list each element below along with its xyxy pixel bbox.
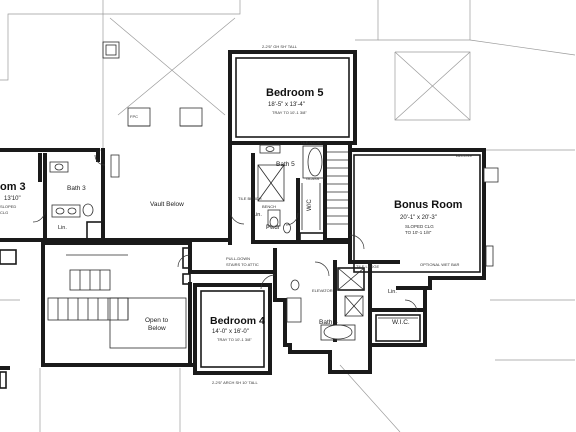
bedroom4-ceiling: TRAY TO 10'-1 3/8" bbox=[217, 337, 252, 342]
bedroom5-ceiling: TRAY TO 10'-1 3/8" bbox=[272, 110, 307, 115]
arch-top-note: 2-2'6" GH SH' TALL bbox=[262, 44, 298, 49]
stairs-attic-note: STAIRS TO ATTIC bbox=[226, 262, 259, 267]
bedroom4-dims: 14'-0" x 16'-0" bbox=[212, 329, 249, 335]
room-labels: Bedroom 5 18'-5" x 13'-4" TRAY TO 10'-1 … bbox=[0, 87, 463, 342]
alcove-note: ALCOVE bbox=[456, 153, 473, 158]
tile-ledge-note: TILE LEDGE bbox=[356, 264, 379, 269]
wic5-label: W/C bbox=[307, 199, 313, 211]
bedroom5-label: Bedroom 5 bbox=[266, 87, 323, 99]
doors bbox=[32, 154, 418, 313]
vault-posts bbox=[127, 107, 203, 127]
open-below-label: Below bbox=[148, 325, 166, 332]
skylight bbox=[102, 41, 120, 178]
bonus-room-ceiling: SLOPED CLG bbox=[405, 224, 434, 229]
sloped-note: SLOPED bbox=[0, 204, 16, 209]
pwdr-label: Pwdr bbox=[266, 225, 280, 231]
bath4-label: Bath 4 bbox=[319, 319, 338, 326]
open-to-label: Open to bbox=[145, 317, 169, 324]
bonus-room-dims: 20'-1" x 20'-3" bbox=[400, 215, 437, 221]
lin-bath4: Lin. bbox=[388, 289, 397, 295]
bath3-label: Bath 3 bbox=[67, 185, 86, 192]
lin-bath3: Lin. bbox=[58, 225, 67, 231]
tile-niche-note: TILE NICHE bbox=[300, 140, 322, 145]
vault-below-label: Vault Below bbox=[150, 201, 184, 208]
closet-shelves bbox=[301, 183, 418, 319]
stairs-middle bbox=[327, 151, 348, 225]
bedroom5-dims: 18'-5" x 13'-4" bbox=[268, 102, 305, 108]
bonus-room-ceiling2: TO 10'-1 1/8" bbox=[405, 230, 432, 235]
wic4-label: W.I.C. bbox=[392, 319, 410, 326]
bonus-room-label: Bonus Room bbox=[394, 199, 463, 211]
bedroom4-label: Bedroom 4 bbox=[210, 315, 265, 327]
pulldown-note: PULL-DOWN bbox=[226, 256, 250, 261]
glass-note: GLASS bbox=[306, 176, 320, 181]
bench-note: BENCH bbox=[262, 204, 276, 209]
elevator-note: ELEVATOR bbox=[312, 288, 333, 293]
clg-note: CLG bbox=[0, 210, 8, 215]
lin-bath5: Lin. bbox=[253, 212, 262, 218]
stairs-left bbox=[47, 254, 187, 349]
notes: PULL-DOWN STAIRS TO ATTIC OPTIONAL WET B… bbox=[0, 44, 473, 385]
bedroom3-label: om 3 bbox=[0, 181, 26, 193]
bedroom3-dims: 13'10" bbox=[4, 196, 21, 202]
arch-bedroom4-note: 2-2'6" ARCH SH 10' TALL bbox=[212, 380, 258, 385]
bath5-label: Bath 5 bbox=[276, 161, 295, 168]
wet-bar-note: OPTIONAL WET BAR bbox=[420, 262, 459, 267]
fixtures bbox=[49, 144, 499, 341]
tile-bench-note: TILE BENCH bbox=[238, 196, 262, 201]
fpc-note: FPC bbox=[130, 114, 138, 119]
